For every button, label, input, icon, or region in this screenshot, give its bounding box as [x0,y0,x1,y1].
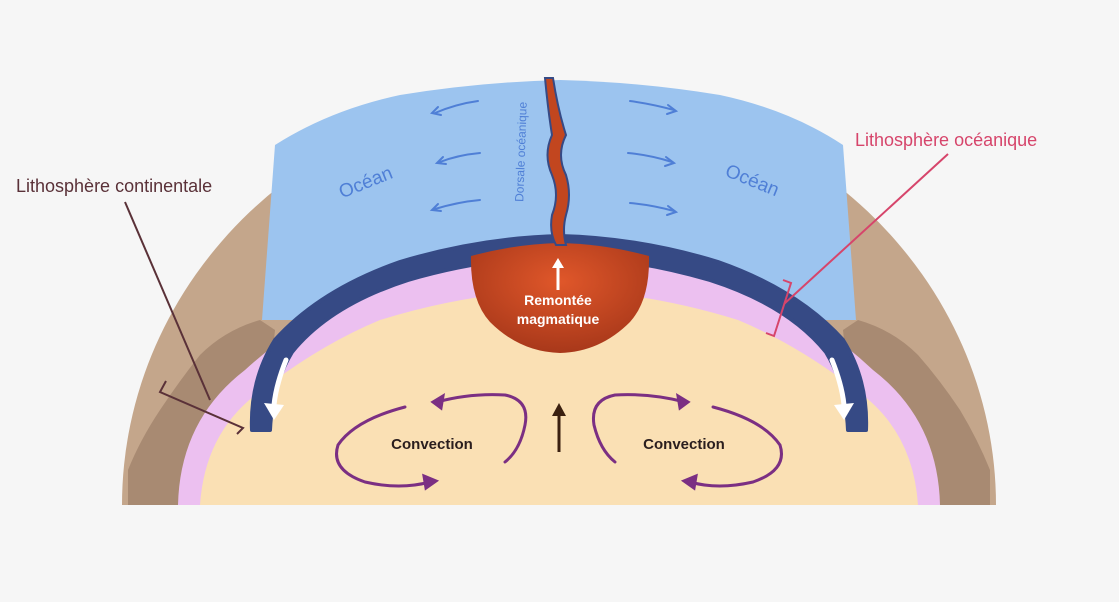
magma-arrowhead [552,258,564,268]
oceanic-lithosphere-label: Lithosphère océanique [855,130,1037,150]
convection-cell-right [591,393,783,491]
ridge-label: Dorsale océanique [512,101,529,202]
convection-cell-left [335,393,528,491]
mantle [200,290,918,505]
subduction-arrowhead-left [264,403,284,420]
oceanic-plate [249,234,869,432]
subduction-arrowhead-right [834,403,854,420]
subduction-arrow-left [271,357,289,408]
subduction-arrow-right [829,357,847,408]
ocean-flow-arrows-right [627,100,679,216]
upwelling-arrowhead [552,403,566,416]
ridge-conduit [543,77,570,246]
oceanic-pointer [783,153,949,305]
continental-lithosphere-label: Lithosphère continentale [16,176,212,196]
convection-label-left: Convection [391,436,473,453]
magma-chamber [470,243,650,353]
convection-label-right: Convection [643,436,725,453]
continental-pointer [124,201,211,401]
oceanic-bracket [765,279,793,338]
ocean-flow-arrows-left [429,100,481,212]
continental-bracket [158,380,245,435]
magma-label-line2: magmatique [517,311,600,327]
magma-label-line1: Remontée [524,292,592,308]
continental-crust-left [128,320,275,505]
continental-crust-right [843,320,990,505]
